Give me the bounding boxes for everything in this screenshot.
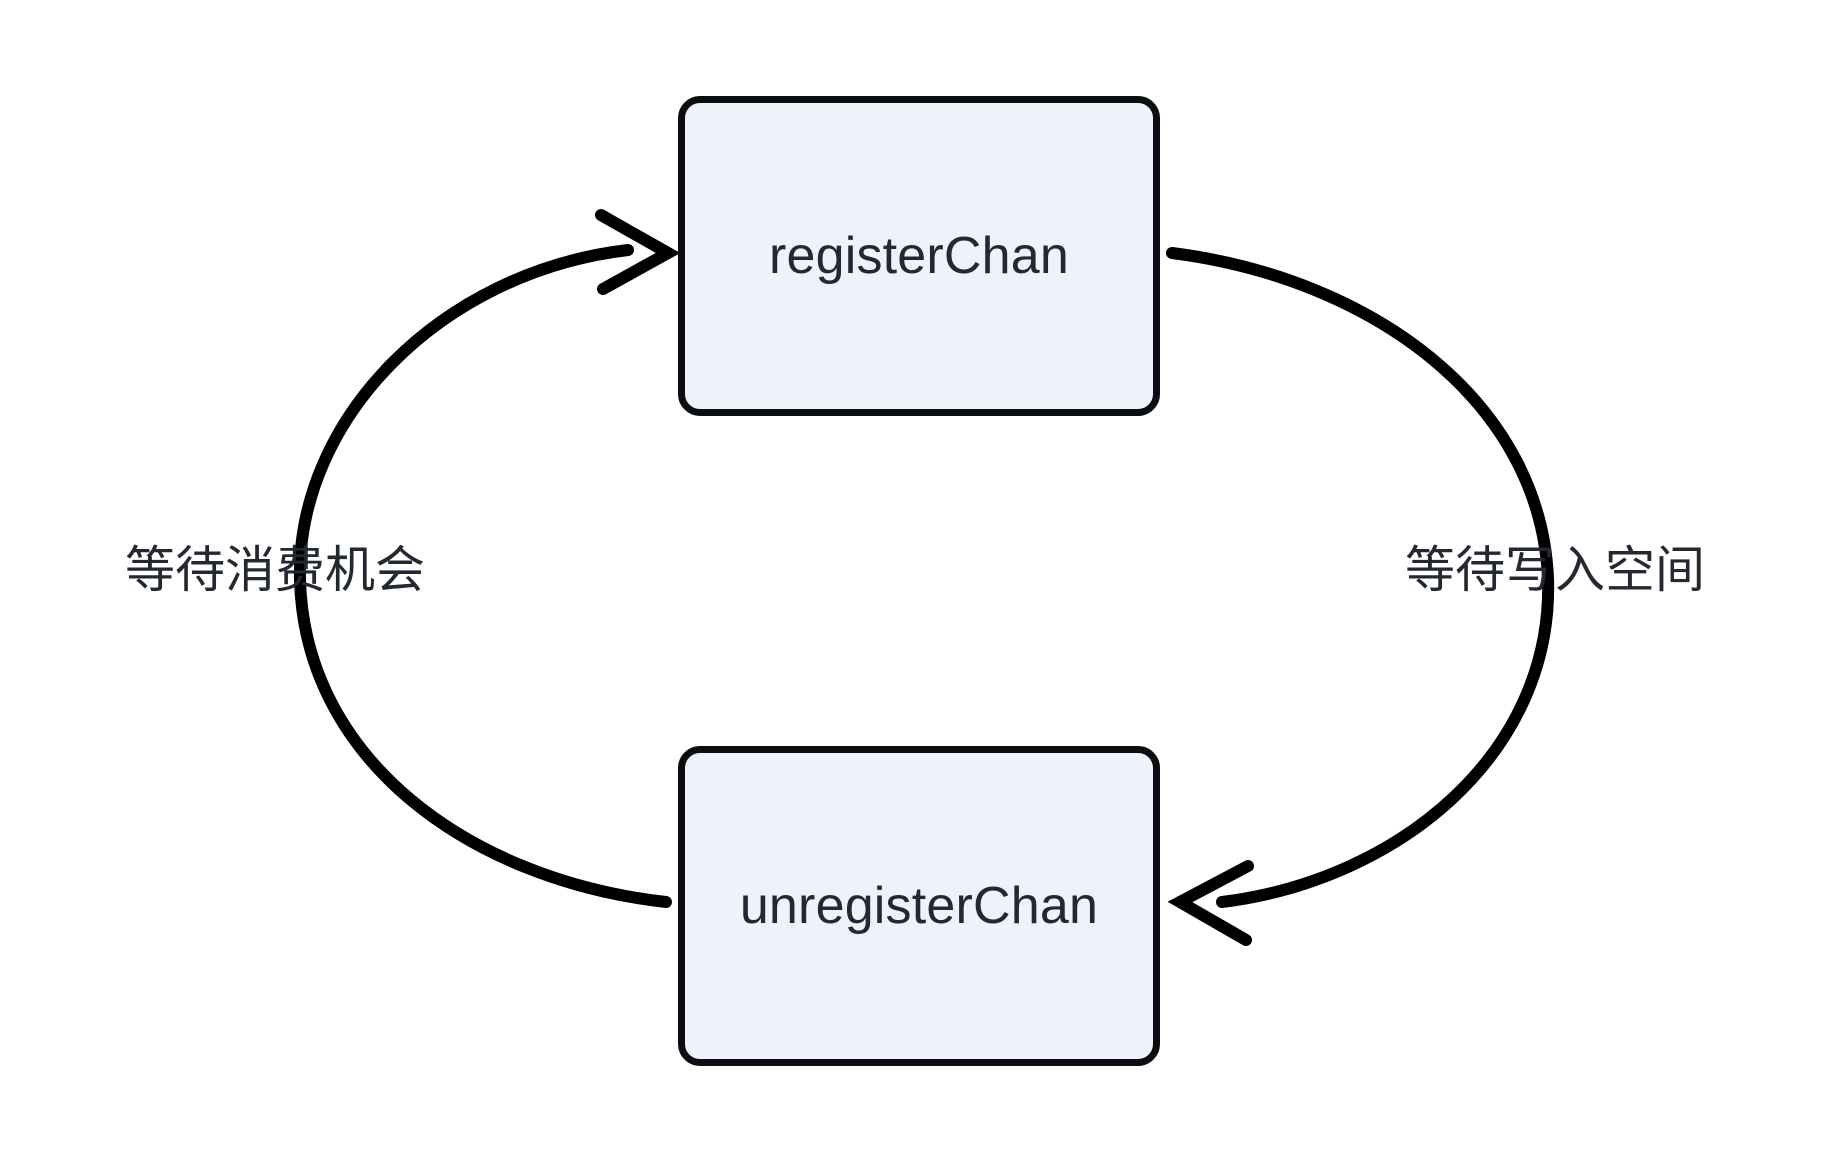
edge-left-arrowhead	[595, 209, 681, 295]
edge-left-path	[293, 244, 672, 908]
node-register-chan-label: registerChan	[768, 227, 1070, 285]
edge-left-group	[293, 209, 681, 908]
edge-label-wait-write-space: 等待写入空间	[1405, 542, 1705, 598]
edge-label-wait-consume: 等待消费机会	[125, 542, 425, 598]
edge-right-path	[1166, 247, 1555, 908]
node-unregister-chan[interactable]: unregisterChan	[678, 746, 1160, 1066]
edge-right-arrowhead	[1167, 860, 1254, 946]
edge-right-group	[1166, 247, 1555, 946]
node-unregister-chan-label: unregisterChan	[739, 877, 1099, 935]
node-register-chan[interactable]: registerChan	[678, 96, 1160, 416]
